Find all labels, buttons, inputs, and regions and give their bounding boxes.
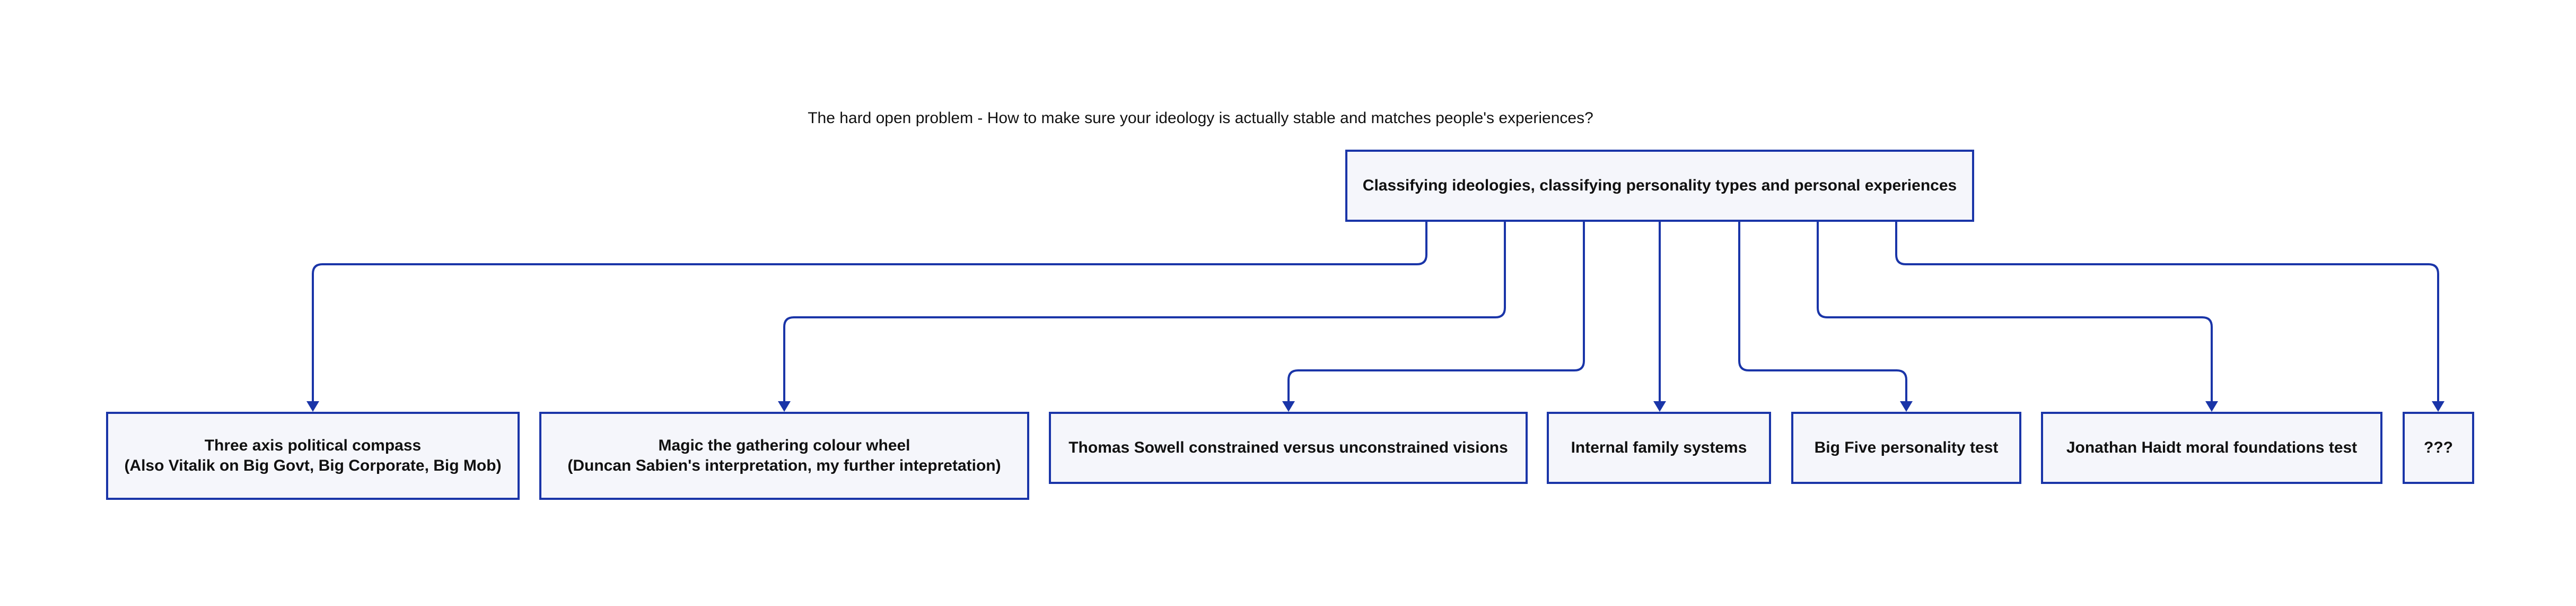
node-label: Jonathan Haidt moral foundations test <box>2066 439 2358 456</box>
connector-root-to-child3 <box>1287 222 1585 403</box>
node-unknown[interactable]: ??? <box>2403 412 2474 484</box>
node-label: Magic the gathering colour wheel <box>658 437 910 454</box>
node-mtg-colour-wheel[interactable]: Magic the gathering colour wheel (Duncan… <box>539 412 1029 500</box>
node-sublabel: (Also Vitalik on Big Govt, Big Corporate… <box>124 457 502 474</box>
node-label: Internal family systems <box>1571 439 1747 456</box>
node-sowell-visions[interactable]: Thomas Sowell constrained versus unconst… <box>1049 412 1528 484</box>
arrowhead-child4 <box>1653 401 1666 412</box>
connector-root-to-child7 <box>1895 222 2439 403</box>
arrowhead-child5 <box>1900 401 1913 412</box>
node-political-compass[interactable]: Three axis political compass (Also Vital… <box>106 412 520 500</box>
diagram-caption: The hard open problem - How to make sure… <box>808 109 1593 127</box>
node-label: Three axis political compass <box>204 437 422 454</box>
root-node-label: Classifying ideologies, classifying pers… <box>1362 177 1957 194</box>
node-label: Big Five personality test <box>1814 439 1999 456</box>
arrowhead-child2 <box>778 401 791 412</box>
node-internal-family-systems[interactable]: Internal family systems <box>1547 412 1771 484</box>
connector-root-to-child5 <box>1738 222 1907 403</box>
connector-root-to-child1 <box>312 222 1427 403</box>
arrowhead-child1 <box>306 401 319 412</box>
arrowhead-child6 <box>2205 401 2218 412</box>
connector-root-to-child6 <box>1817 222 2213 403</box>
node-moral-foundations[interactable]: Jonathan Haidt moral foundations test <box>2041 412 2382 484</box>
connector-root-to-child2 <box>783 222 1506 403</box>
node-label: Thomas Sowell constrained versus unconst… <box>1068 439 1508 456</box>
root-node[interactable]: Classifying ideologies, classifying pers… <box>1345 150 1974 222</box>
node-big-five[interactable]: Big Five personality test <box>1791 412 2021 484</box>
arrowhead-child3 <box>1282 401 1295 412</box>
node-label: ??? <box>2424 439 2453 456</box>
arrowhead-child7 <box>2432 401 2444 412</box>
node-sublabel: (Duncan Sabien's interpretation, my furt… <box>567 457 1001 474</box>
